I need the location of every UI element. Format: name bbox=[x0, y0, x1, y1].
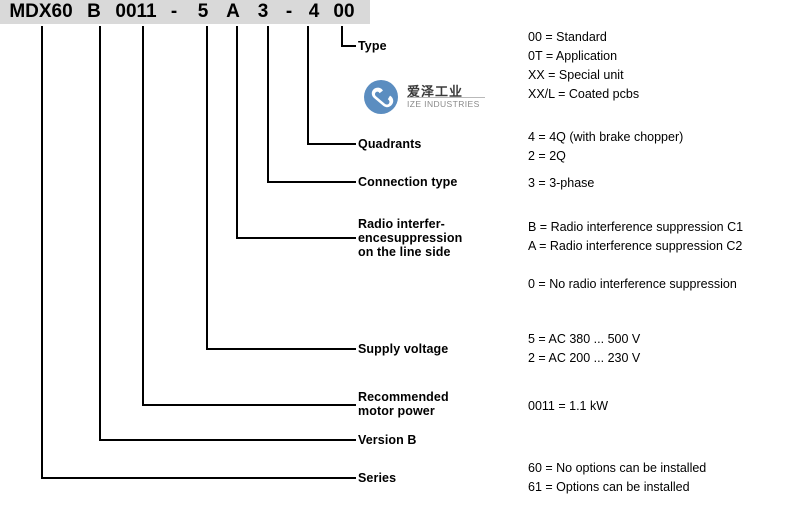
leader-horizontal-recommended-motor-power bbox=[142, 404, 356, 406]
legend-connection-type: 3 = 3-phase bbox=[528, 176, 595, 190]
leader-vertical-type bbox=[341, 26, 343, 46]
leader-vertical-quadrants bbox=[307, 26, 309, 144]
leader-horizontal-type bbox=[341, 45, 356, 47]
code-segment-4: 5 bbox=[197, 1, 209, 22]
legend-series: 60 = No options can be installed 61 = Op… bbox=[528, 461, 707, 494]
leader-horizontal-version-b bbox=[99, 439, 356, 441]
code-segment-2: 0011 bbox=[115, 1, 157, 22]
logo-chinese-name: 爱泽工业 bbox=[407, 85, 464, 100]
logo-mark-icon bbox=[364, 80, 398, 114]
company-logo: 爱泽工业 IZE INDUSTRIES bbox=[364, 78, 514, 118]
legend-supply-voltage: 5 = AC 380 ... 500 V 2 = AC 200 ... 230 … bbox=[528, 332, 641, 365]
leader-vertical-version-b bbox=[99, 26, 101, 440]
leader-horizontal-supply-voltage bbox=[206, 348, 356, 350]
leader-horizontal-connection-type bbox=[267, 181, 356, 183]
callout-label-type: Type bbox=[358, 39, 387, 53]
callout-label-quadrants: Quadrants bbox=[358, 137, 422, 151]
callout-label-supply-voltage: Supply voltage bbox=[358, 342, 449, 356]
leader-horizontal-radio-interference-suppression bbox=[236, 237, 356, 239]
logo-english-name: IZE INDUSTRIES bbox=[407, 99, 480, 109]
code-segment-8: 4 bbox=[308, 1, 320, 22]
leader-vertical-supply-voltage bbox=[206, 26, 208, 349]
legend-recommended-motor-power: 0011 = 1.1 kW bbox=[528, 399, 609, 413]
legend-quadrants: 4 = 4Q (with brake chopper) 2 = 2Q bbox=[528, 130, 684, 163]
leader-vertical-connection-type bbox=[267, 26, 269, 182]
code-segment-6: 3 bbox=[257, 1, 269, 22]
callout-label-recommended-motor-power: Recommended motor power bbox=[358, 390, 449, 418]
callout-label-radio-interference-suppression: Radio interfer- encesuppression on the l… bbox=[358, 217, 463, 259]
code-segment-5: A bbox=[226, 1, 240, 22]
code-segment-3: - bbox=[170, 1, 178, 22]
callout-label-version-b: Version B bbox=[358, 433, 417, 447]
leader-vertical-radio-interference-suppression bbox=[236, 26, 238, 238]
logo-divider bbox=[407, 97, 485, 98]
legend-type: 00 = Standard 0T = Application XX = Spec… bbox=[528, 30, 640, 101]
leader-horizontal-quadrants bbox=[307, 143, 356, 145]
code-segment-1: B bbox=[87, 1, 101, 22]
legend-radio-interference-suppression: B = Radio interference suppression C1 A … bbox=[528, 220, 744, 291]
callout-label-series: Series bbox=[358, 471, 397, 485]
leader-vertical-recommended-motor-power bbox=[142, 26, 144, 405]
callout-label-connection-type: Connection type bbox=[358, 175, 458, 189]
code-segment-7: - bbox=[285, 1, 293, 22]
leader-horizontal-series bbox=[41, 477, 356, 479]
leader-vertical-series bbox=[41, 26, 43, 478]
code-segment-9: 00 bbox=[333, 1, 355, 22]
code-segment-0: MDX60 bbox=[9, 1, 73, 22]
